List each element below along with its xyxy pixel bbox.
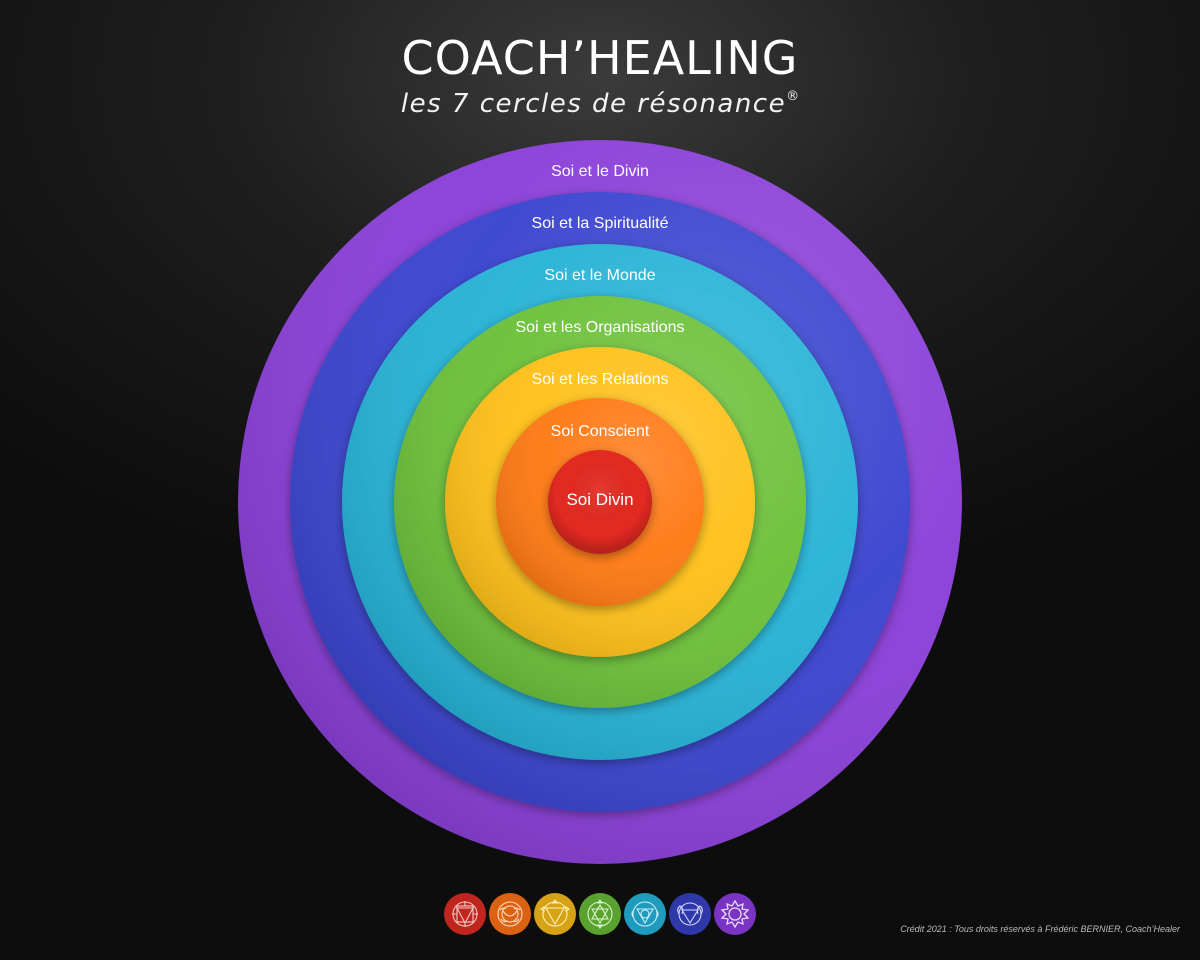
sacral-chakra-icon [489,893,531,935]
heart-chakra-icon [579,893,621,935]
circle-label-soi-et-le-monde: Soi et le Monde [544,267,655,284]
crown-chakra-icon [714,893,756,935]
chakra-icon-row [444,893,756,935]
registered-mark: ® [786,89,800,104]
circle-label-soi-divin: Soi Divin [566,490,633,509]
circle-soi-divin: Soi Divin [548,450,652,554]
root-chakra-icon [444,893,486,935]
circle-label-soi-et-les-organisations: Soi et les Organisations [516,319,685,336]
circle-label-soi-conscient: Soi Conscient [551,423,650,440]
solar-plexus-chakra-icon [534,893,576,935]
page-title: COACH’HEALING [401,31,799,85]
throat-chakra-icon [624,893,666,935]
circle-label-soi-et-les-relations: Soi et les Relations [532,371,669,388]
subtitle-text: les 7 cercles de résonance [400,89,787,119]
page-subtitle: les 7 cercles de résonance® [0,80,1200,121]
circle-label-soi-et-la-spiritualite: Soi et la Spiritualité [532,215,669,232]
credit-text: Crédit 2021 : Tous droits réservés à Fré… [900,924,1180,934]
circle-label-soi-et-le-divin: Soi et le Divin [551,163,649,180]
third-eye-chakra-icon [669,893,711,935]
